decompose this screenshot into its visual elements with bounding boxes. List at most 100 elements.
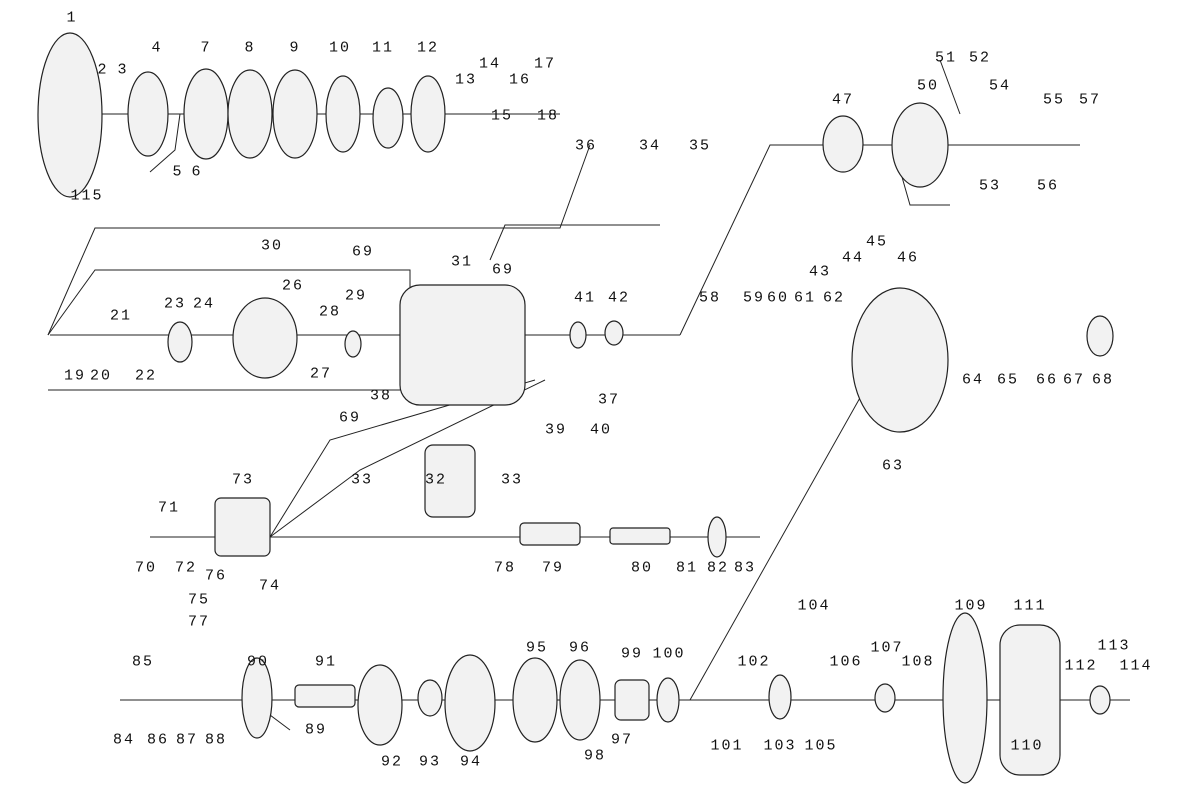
part-label-6: 6: [191, 163, 203, 181]
part-label-91: 91: [314, 653, 338, 671]
part-label-60: 60: [766, 289, 790, 307]
part-label-10: 10: [328, 39, 352, 57]
part-label-27: 27: [309, 365, 333, 383]
part-label-102: 102: [737, 653, 771, 671]
sleeve-part: [614, 679, 650, 721]
part-label-24: 24: [192, 295, 216, 313]
part-label-100: 100: [652, 645, 686, 663]
part-label-59: 59: [742, 289, 766, 307]
part-label-106: 106: [829, 653, 863, 671]
part-label-58: 58: [698, 289, 722, 307]
collar-part: [604, 320, 624, 346]
part-label-69: 69: [338, 409, 362, 427]
part-label-98: 98: [583, 747, 607, 765]
cap-part: [1086, 315, 1114, 357]
spool-part: [232, 297, 298, 379]
part-label-89: 89: [304, 721, 328, 739]
nut-part: [874, 683, 896, 713]
part-label-15: 15: [490, 107, 514, 125]
part-label-18: 18: [536, 107, 560, 125]
part-label-57: 57: [1078, 91, 1102, 109]
part-label-9: 9: [289, 39, 301, 57]
bearing-part: [344, 330, 362, 358]
part-label-16: 16: [508, 71, 532, 89]
part-label-29: 29: [344, 287, 368, 305]
part-label-5: 5: [172, 163, 184, 181]
ring-part: [183, 68, 229, 160]
part-label-43: 43: [808, 263, 832, 281]
part-label-105: 105: [804, 737, 838, 755]
part-label-113: 113: [1097, 637, 1131, 655]
cap-part: [410, 75, 446, 153]
part-label-21: 21: [109, 307, 133, 325]
part-label-115: 115: [70, 187, 104, 205]
axis-line-sideplate: [679, 144, 1080, 336]
ratchet-part: [357, 664, 403, 746]
leader-line: [269, 379, 546, 538]
part-label-104: 104: [797, 597, 831, 615]
part-label-92: 92: [380, 753, 404, 771]
part-label-69: 69: [491, 261, 515, 279]
part-label-35: 35: [688, 137, 712, 155]
part-label-50: 50: [916, 77, 940, 95]
plate-part: [891, 102, 949, 188]
part-label-90: 90: [246, 653, 270, 671]
drag-washer-part: [512, 657, 558, 743]
part-label-11: 11: [371, 39, 395, 57]
part-label-39: 39: [544, 421, 568, 439]
ring-part: [272, 69, 318, 159]
star-drag-part: [942, 612, 988, 784]
part-label-37: 37: [597, 391, 621, 409]
part-label-110: 110: [1010, 737, 1044, 755]
leader-line: [489, 224, 660, 261]
washer-part: [417, 679, 443, 717]
thumb-bar-part: [424, 444, 476, 518]
part-label-84: 84: [112, 731, 136, 749]
bearing-part: [569, 321, 587, 349]
part-label-79: 79: [541, 559, 565, 577]
part-label-77: 77: [187, 613, 211, 631]
leader-line: [939, 59, 961, 115]
leader-line: [689, 379, 871, 701]
part-label-112: 112: [1064, 657, 1098, 675]
part-label-85: 85: [131, 653, 155, 671]
part-label-114: 114: [1119, 657, 1153, 675]
part-label-107: 107: [870, 639, 904, 657]
part-label-81: 81: [675, 559, 699, 577]
brake-part: [167, 321, 193, 363]
part-label-74: 74: [258, 577, 282, 595]
nut-part: [1089, 685, 1111, 715]
part-label-38: 38: [369, 387, 393, 405]
part-label-28: 28: [318, 303, 342, 321]
part-label-20: 20: [89, 367, 113, 385]
part-label-95: 95: [525, 639, 549, 657]
part-label-1: 1: [66, 9, 78, 27]
part-label-67: 67: [1062, 371, 1086, 389]
part-label-61: 61: [793, 289, 817, 307]
part-label-42: 42: [607, 289, 631, 307]
drag-washer-part: [559, 659, 601, 741]
part-label-63: 63: [881, 457, 905, 475]
leader-line: [899, 169, 950, 206]
part-label-12: 12: [416, 39, 440, 57]
part-label-33: 33: [350, 471, 374, 489]
part-label-78: 78: [493, 559, 517, 577]
plate-part: [822, 115, 864, 173]
star-washer-part: [768, 674, 792, 720]
part-label-54: 54: [988, 77, 1012, 95]
part-label-41: 41: [573, 289, 597, 307]
part-label-62: 62: [822, 289, 846, 307]
part-label-83: 83: [733, 559, 757, 577]
part-label-108: 108: [901, 653, 935, 671]
part-label-40: 40: [589, 421, 613, 439]
part-label-64: 64: [961, 371, 985, 389]
leader-line: [149, 113, 181, 173]
part-label-99: 99: [620, 645, 644, 663]
guide-tube-part: [519, 522, 581, 546]
part-label-44: 44: [841, 249, 865, 267]
part-label-23: 23: [163, 295, 187, 313]
gear-part: [127, 71, 169, 157]
part-label-3: 3: [117, 61, 129, 79]
part-label-55: 55: [1042, 91, 1066, 109]
